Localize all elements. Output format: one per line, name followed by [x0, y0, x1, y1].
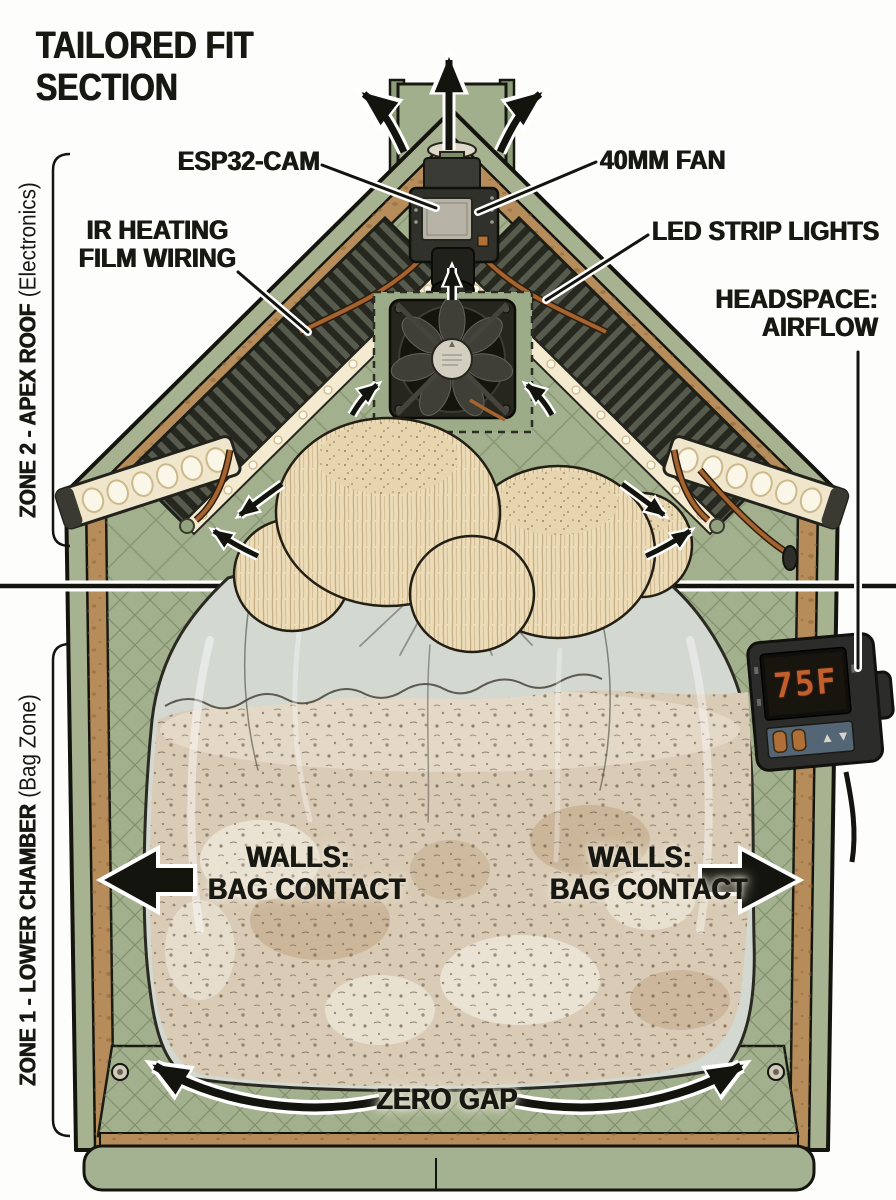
exhaust-arrow-right: [496, 91, 543, 154]
temperature-controller: [746, 632, 895, 772]
zero-gap-arrows: [155, 1059, 741, 1115]
zone2-bracket: [51, 152, 71, 548]
wire-port: [782, 545, 798, 571]
callout-led-strips: LED STRIP LIGHTS: [652, 216, 880, 246]
heater-wiring: [193, 257, 788, 555]
page-title: TAILORED FIT SECTION: [36, 25, 254, 110]
base-slab: [82, 1144, 816, 1192]
exhaust-arrow-left: [361, 91, 408, 154]
rivet-right: [709, 518, 725, 534]
callout-walls-right: WALLS: BAG CONTACT: [550, 841, 748, 906]
led-bar-right: [662, 435, 850, 530]
temperature-display: 75F: [772, 661, 840, 707]
leader-lines: [234, 158, 862, 672]
controller-buttons: [765, 720, 856, 759]
rivet-left: [179, 518, 195, 534]
substrate: [150, 673, 752, 1087]
controller-cable: [843, 771, 857, 863]
exhaust-arrows: [361, 60, 543, 155]
callout-walls-left: WALLS: BAG CONTACT: [208, 841, 406, 906]
lion-mane-mushrooms: [232, 416, 694, 654]
zone1-bracket: [51, 642, 71, 1138]
wall-arrow-left: [95, 844, 197, 916]
led-bar-left: [54, 435, 242, 530]
callout-40mm-fan: 40MM FAN: [600, 145, 726, 175]
wall-arrow-right: [698, 844, 805, 916]
page-title-line2: SECTION: [36, 66, 178, 109]
callout-headspace: HEADSPACE: AIRFLOW: [715, 284, 878, 343]
callout-zero-gap: ZERO GAP: [376, 1083, 518, 1116]
airflow-arrows: [214, 268, 690, 561]
page-title-line1: TAILORED FIT: [36, 25, 254, 67]
callout-esp32-cam: ESP32-CAM: [177, 146, 320, 176]
cooling-fan: [388, 296, 517, 422]
grow-bag: [142, 571, 756, 1093]
callout-ir-heating: IR HEATING FILM WIRING: [78, 215, 237, 274]
